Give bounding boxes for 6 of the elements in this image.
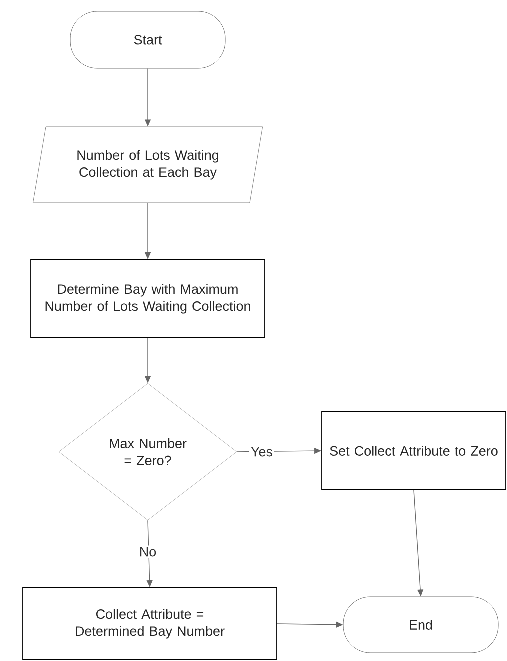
- process-box: Set Collect Attribute to Zero: [322, 412, 506, 490]
- process-box: Determine Bay with Maximum Number of Lots Waiting Collection: [30, 260, 266, 338]
- edge-label: No: [138, 546, 158, 558]
- edge-label: Yes: [250, 446, 274, 458]
- process-box: Collect Attribute = Determined Bay Number: [22, 588, 278, 660]
- data-parallelogram: Number of Lots Waiting Collection at Each Bay: [32, 126, 263, 204]
